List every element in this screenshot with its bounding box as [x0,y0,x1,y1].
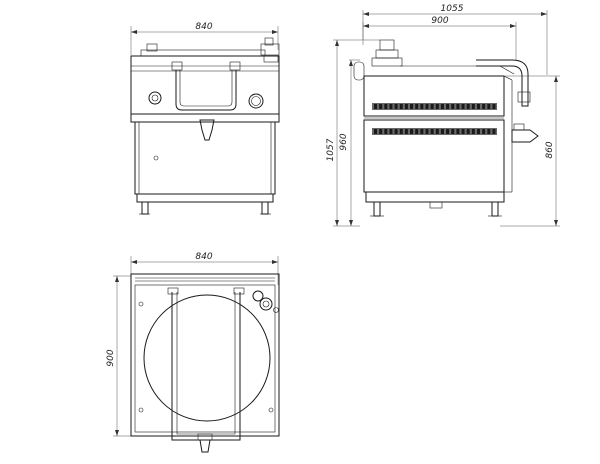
overall-height-label: 1057 [326,138,336,161]
vent-slot [404,104,408,109]
vent-slot [466,129,470,134]
vent-slot [440,104,444,109]
vent-slot [410,104,414,109]
vent-slot [410,129,414,134]
vent-slot [487,129,491,134]
vent-slot [379,104,383,109]
vent-slot [487,104,491,109]
vent-slot [446,104,450,109]
vent-row-lower [372,128,497,135]
front-view: 840 [130,22,280,215]
worktop-height-label: 860 [545,141,555,158]
vent-slot [384,104,388,109]
vent-slot [430,129,434,134]
vent-slot [435,104,439,109]
vent-slot [425,104,429,109]
top-view: 840 900 [106,252,280,453]
vent-slot [451,129,455,134]
vent-slot [477,129,480,134]
vent-slot [430,104,434,109]
vent-slot [477,104,480,109]
vent-slot [399,129,403,134]
vent-slot [482,104,486,109]
overall-depth-label: 1055 [441,4,464,14]
vent-row-upper [372,103,497,110]
pilot-light-icon [248,93,264,109]
vent-slot [389,104,393,109]
vent-slot [446,129,450,134]
height-label: 960 [339,133,349,150]
vent-slot [415,129,419,134]
overall-depth-dimension: 1055 [362,4,548,75]
vent-slot [394,129,398,134]
vent-slot [435,129,439,134]
vent-slot [456,104,460,109]
vent-slot [415,104,419,109]
depth-dimension: 900 [362,16,517,60]
tap-icon [252,290,264,302]
vent-slot [379,129,383,134]
overall-height-dimension: 1057 [326,39,380,227]
vent-slot [374,104,377,109]
top-width-label: 840 [195,252,212,262]
vent-slot [374,129,377,134]
vent-slot [461,104,465,109]
vent-slot [466,104,470,109]
vent-slot [482,129,486,134]
vent-slot [389,129,393,134]
vent-slot [492,104,496,109]
valve-icon [259,297,273,311]
height-dimension: 960 [339,59,360,226]
front-width-label: 840 [195,22,212,32]
side-view: 1055 900 1057 960 [326,4,560,227]
top-width-dimension: 840 [130,252,279,285]
vent-slot [404,129,408,134]
vent-slot [451,104,455,109]
vent-slot [394,104,398,109]
kettle-pan [143,294,271,422]
vent-slot [384,129,388,134]
worktop-height-dimension: 860 [500,75,560,227]
front-width-dimension: 840 [130,22,279,55]
vent-slot [425,129,429,134]
vent-slot [420,129,424,134]
vent-slot [492,129,496,134]
vent-slot [471,129,475,134]
top-depth-label: 900 [106,349,116,366]
top-depth-dimension: 900 [106,275,131,437]
vent-slot [420,104,424,109]
vent-slot [440,129,444,134]
vent-slot [399,104,403,109]
vent-slot [456,129,460,134]
vent-slot [471,104,475,109]
control-knob-icon [148,91,162,105]
vent-slot [461,129,465,134]
depth-label: 900 [431,16,448,26]
